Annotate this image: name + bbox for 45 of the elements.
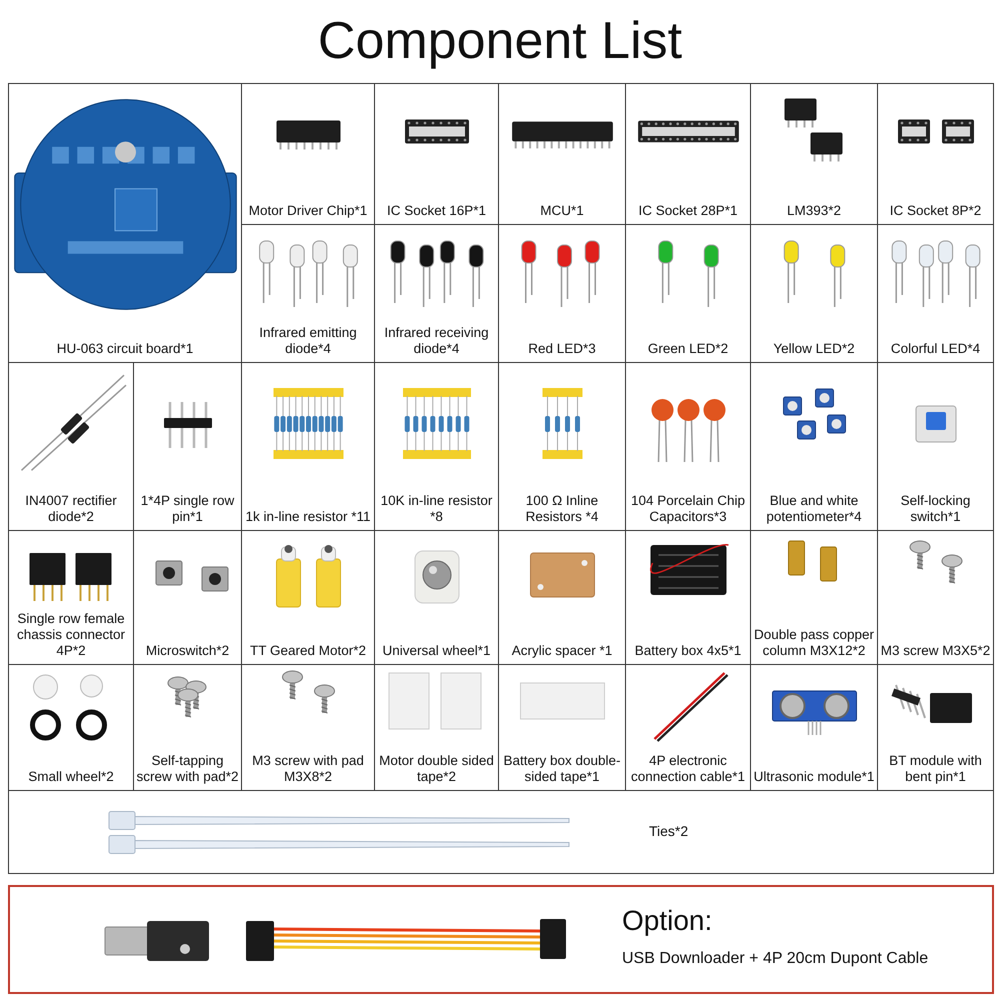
component-label: Motor Driver Chip*1 (248, 203, 368, 219)
component-label: LM393*2 (786, 203, 842, 219)
component-cell (8, 83, 242, 363)
component-label: IC Socket 8P*2 (888, 203, 982, 219)
component-label: HU-063 circuit board*1 (56, 341, 194, 357)
component-label: Infrared receiving diode*4 (383, 325, 490, 357)
component-label: IN4007 rectifier diode*2 (24, 493, 118, 525)
component-label: 1*4P single row pin*1 (140, 493, 236, 525)
component-label: Motor double sided tape*2 (378, 753, 495, 785)
component-label: M3 screw M3X5*2 (880, 643, 991, 659)
component-label: Battery box 4x5*1 (634, 643, 742, 659)
component-label: Red LED*3 (527, 341, 597, 357)
component-label: BT module with bent pin*1 (888, 753, 983, 785)
component-label: 4P electronic connection cable*1 (630, 753, 746, 785)
component-label: 10K in-line resistor *8 (380, 493, 494, 525)
component-label: 100 Ω Inline Resistors *4 (524, 493, 600, 525)
option-heading: Option: (622, 904, 712, 938)
option-panel (8, 885, 994, 994)
option-description: USB Downloader + 4P 20cm Dupont Cable (622, 949, 928, 969)
component-label: TT Geared Motor*2 (248, 643, 368, 659)
component-label: Acrylic spacer *1 (510, 643, 614, 659)
component-label: Ultrasonic module*1 (753, 769, 875, 785)
component-label: Microswitch*2 (144, 643, 230, 659)
component-label: Battery box double-sided tape*1 (502, 753, 622, 785)
component-label: Ties*2 (649, 823, 688, 839)
component-cell (877, 83, 994, 225)
component-label: Self-tapping screw with pad*2 (136, 753, 239, 785)
component-label: IC Socket 28P*1 (637, 203, 739, 219)
component-label: IC Socket 16P*1 (386, 203, 488, 219)
component-label: 1k in-line resistor *11 (244, 509, 372, 525)
component-label: Blue and white potentiometer*4 (765, 493, 863, 525)
page-title: Component List (316, 11, 684, 72)
component-label: Yellow LED*2 (772, 341, 856, 357)
component-label: Universal wheel*1 (381, 643, 492, 659)
component-label: M3 screw with pad M3X8*2 (251, 753, 365, 785)
component-label: Self-locking switch*1 (900, 493, 972, 525)
component-label: Double pass copper column M3X12*2 (753, 627, 875, 659)
component-label: 104 Porcelain Chip Capacitors*3 (630, 493, 746, 525)
component-label: Small wheel*2 (27, 769, 115, 785)
component-label: Colorful LED*4 (890, 341, 982, 357)
component-cell (8, 790, 994, 874)
component-label: MCU*1 (539, 203, 585, 219)
component-label: Infrared emitting diode*4 (258, 325, 358, 357)
component-label: Green LED*2 (646, 341, 730, 357)
component-label: Single row female chassis connector 4P*2 (16, 611, 126, 659)
